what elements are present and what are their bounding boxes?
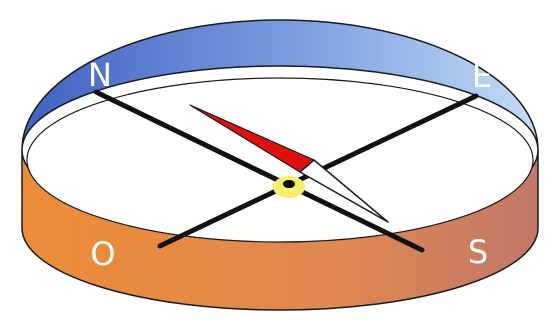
pivot-dot-icon	[273, 176, 305, 198]
label-west: O	[90, 235, 115, 273]
label-east: E	[472, 57, 492, 95]
label-south: S	[468, 233, 488, 271]
label-north: N	[88, 56, 112, 94]
